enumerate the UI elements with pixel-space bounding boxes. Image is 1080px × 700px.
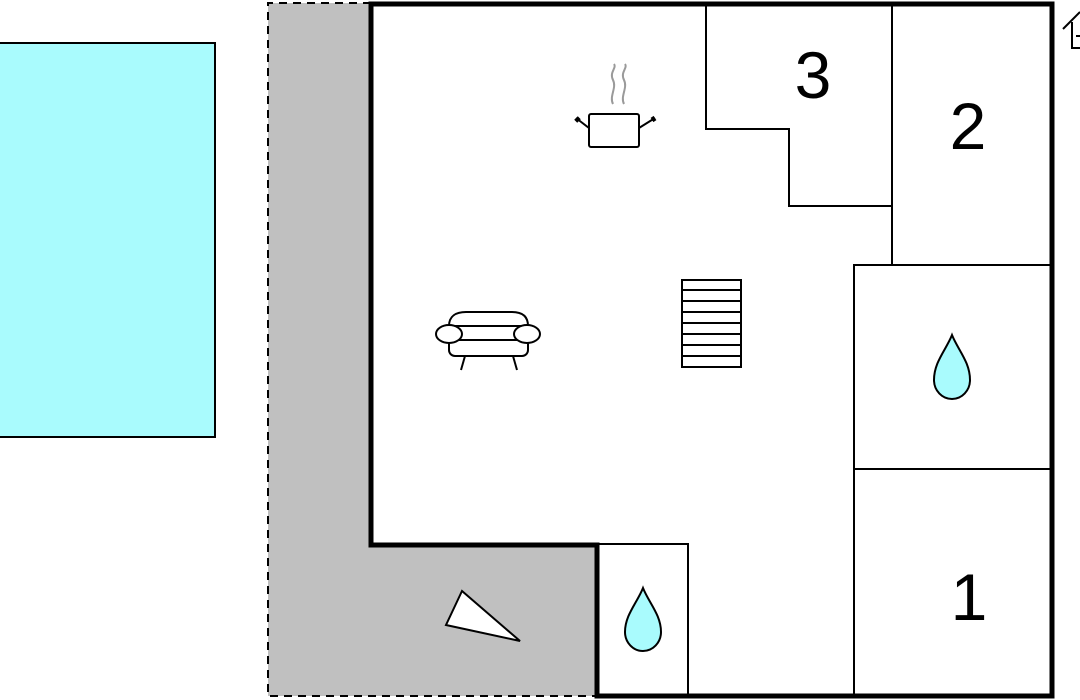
home-icon (1062, 11, 1080, 49)
water-drop-icon (932, 332, 972, 400)
staircase-icon (681, 279, 742, 368)
room-number-1: 1 (951, 560, 988, 634)
bathroom-right (853, 264, 1050, 470)
sun-lounger-icon (444, 589, 521, 642)
stove-icon (574, 63, 657, 148)
swimming-pool (0, 42, 216, 438)
room-number-3: 3 (795, 38, 832, 112)
water-drop-icon (623, 585, 663, 652)
terrace (268, 3, 597, 696)
sofa-icon (435, 311, 541, 371)
room-number-2: 2 (950, 89, 987, 163)
terrace-dashed-border (267, 2, 597, 697)
bathroom-bottom (599, 543, 689, 694)
